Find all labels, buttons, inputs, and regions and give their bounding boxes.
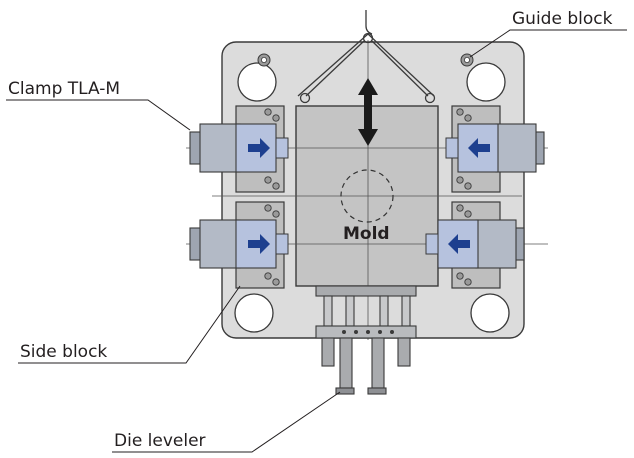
label-clamp: Clamp TLA-M	[8, 79, 120, 99]
clamp-top-right	[445, 123, 545, 173]
die-leveler	[315, 285, 417, 395]
clamp-arrow-icon	[248, 234, 270, 254]
label-side-block: Side block	[20, 342, 107, 362]
lift-double-arrow-icon	[358, 78, 378, 146]
plate-hole-bottom-left	[234, 293, 274, 333]
leader-lines	[6, 29, 627, 453]
leader-die-leveler	[112, 391, 341, 453]
clamp-arrow-icon	[448, 234, 470, 254]
locating-ring	[340, 169, 394, 223]
plate-hole-top-left	[237, 62, 277, 102]
guide-block-left	[257, 53, 271, 67]
leader-side-block	[18, 285, 241, 364]
plate-holes	[234, 62, 510, 333]
leveler-bolts	[342, 330, 394, 334]
label-mold: Mold	[343, 224, 390, 244]
clamp-bottom-left	[189, 219, 289, 269]
label-die-leveler: Die leveler	[114, 431, 206, 451]
plate-hole-bottom-right	[470, 293, 510, 333]
leader-guide-block	[469, 29, 627, 58]
clamp-bottom-right	[425, 219, 525, 269]
plate-hole-top-right	[466, 62, 506, 102]
clamp-arrow-icon	[248, 138, 270, 158]
lifting-sling	[297, 10, 436, 104]
label-guide-block: Guide block	[512, 9, 613, 29]
side-block-screws	[264, 108, 472, 286]
leader-clamp	[6, 99, 191, 131]
clamp-arrow-icon	[468, 138, 490, 158]
clamp-top-left	[189, 123, 289, 173]
